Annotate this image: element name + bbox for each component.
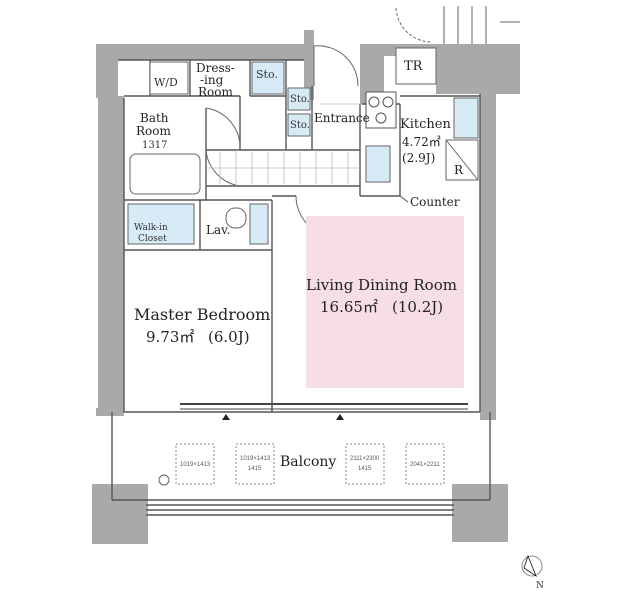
vent-box [235,443,275,485]
vent-box [405,443,445,485]
vent-label: 1415 [248,466,262,472]
dressing-label-3: Room [198,85,233,99]
lav-label: Lav. [206,223,230,237]
living-dining-label: Living Dining Room [306,276,457,294]
compass-north-label: N [536,581,544,591]
wd-label: W/D [154,76,178,89]
tr-fixture [395,47,437,85]
living-dining-area [306,216,464,388]
vent-boxes [175,443,445,485]
compass-icon [521,554,543,578]
vent-label: 1019×1413 [240,456,271,462]
pantry-fixture [453,97,479,139]
kitchen-jo: (2.9J) [402,151,435,165]
bath-label-3: 1317 [142,140,167,151]
interior-walls [111,59,491,516]
doors [205,6,520,237]
walkin-label-2: Closet [138,234,167,244]
vent-label: 1019×1413 [180,462,211,468]
master-bedroom-area: 9.73㎡ [146,328,194,346]
master-bedroom-jo: (6.0J) [208,328,250,346]
lav-sink-fixture [225,207,247,229]
balcony-windows [180,403,468,410]
bathtub-fixture [129,153,201,195]
sink-fixture [365,145,391,183]
balcony-markers [222,414,344,420]
sto-label-1: Sto. [256,68,278,81]
kitchen-label: Kitchen [400,117,451,132]
storage-fixture [251,61,285,95]
vent-label: 2041×2211 [410,462,440,468]
washer-fixture [149,61,189,95]
living-dining-jo: (10.2J) [392,298,443,316]
sto-label-3: Sto. [290,120,310,131]
storage-fixture [287,87,311,111]
vent-box [345,443,385,485]
sto-label-2: Sto. [290,94,310,105]
counter-label: Counter [410,195,460,209]
toilet-fixture [249,203,269,245]
tr-label: TR [404,59,424,74]
corridor-tiles [206,103,360,186]
cooktop-icon [365,91,397,129]
master-bedroom-label: Master Bedroom [134,305,270,324]
vent-box [175,443,215,485]
walkin-label-1: Walk-in [134,223,168,233]
dressing-label-2: -ing [200,73,224,87]
balcony-label: Balcony [280,454,336,470]
drain-icon [158,474,170,486]
vent-label: 1415 [358,466,372,472]
living-dining-area-text: 16.65㎡ [320,298,378,316]
dressing-label-1: Dress- [196,61,235,75]
kitchen-area: 4.72㎡ [402,135,441,149]
entrance-label: Entrance [314,111,370,125]
vent-label: 2111×2300 [350,456,380,462]
balcony-marker-icon [222,414,230,420]
labels: W/D Dress- -ing Room Sto. Sto. Sto. Bath… [134,59,544,591]
closet-fixture [127,203,195,245]
fridge-icon [445,139,479,181]
counter-leader [399,195,409,203]
fixtures [127,47,479,245]
bath-label-1: Bath [140,111,169,125]
bath-label-2: Room [136,124,171,138]
balcony-marker-icon [336,414,344,420]
storage-fixture [287,113,311,137]
refrigerator-label: R [454,163,464,177]
